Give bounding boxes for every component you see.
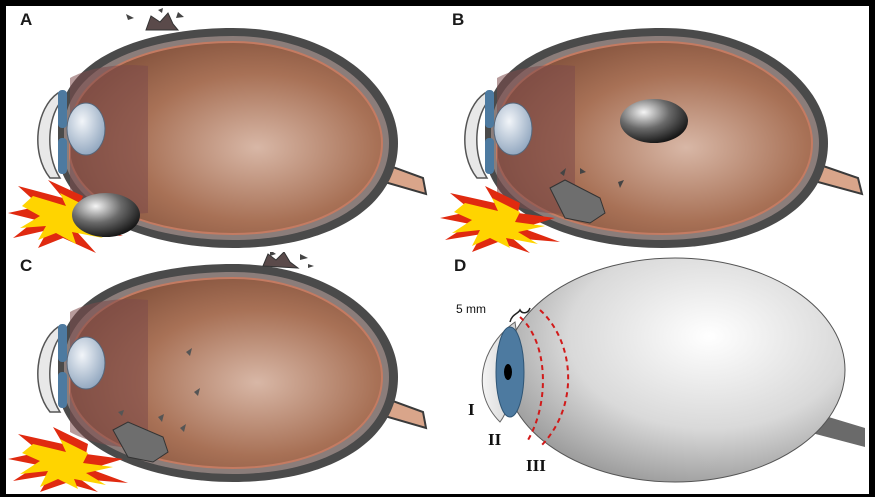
- iris-upper-shape: [58, 324, 67, 362]
- iris-lower-shape: [58, 372, 67, 408]
- panel-b-illustration: [440, 8, 870, 253]
- measurement-label: 5 mm: [456, 302, 486, 316]
- panel-a: A: [8, 8, 438, 253]
- panel-a-illustration: [8, 8, 438, 253]
- pupil-shape: [504, 364, 512, 380]
- panel-d: D 5 mm I II III: [440, 252, 870, 497]
- zone-label-iii: III: [526, 456, 546, 476]
- zone-label-i: I: [468, 400, 475, 420]
- lens-shape: [67, 337, 105, 389]
- globe-shape: [505, 258, 845, 482]
- lens-shape: [67, 103, 105, 155]
- lens-shape: [494, 103, 532, 155]
- panel-d-illustration: [440, 252, 870, 492]
- zone-label-ii: II: [488, 430, 501, 450]
- rupture-top-shape: [146, 13, 178, 30]
- iris-upper-shape: [485, 90, 494, 128]
- foreign-body-shape: [620, 99, 688, 143]
- panel-b: B: [440, 8, 870, 253]
- exit-rupture-shape: [263, 252, 298, 268]
- panel-c-illustration: [8, 252, 438, 492]
- iris-upper-shape: [58, 90, 67, 128]
- iris-lower-shape: [485, 138, 494, 174]
- panel-c: C: [8, 252, 438, 497]
- iris-lower-shape: [58, 138, 67, 174]
- projectile-shape: [72, 193, 140, 237]
